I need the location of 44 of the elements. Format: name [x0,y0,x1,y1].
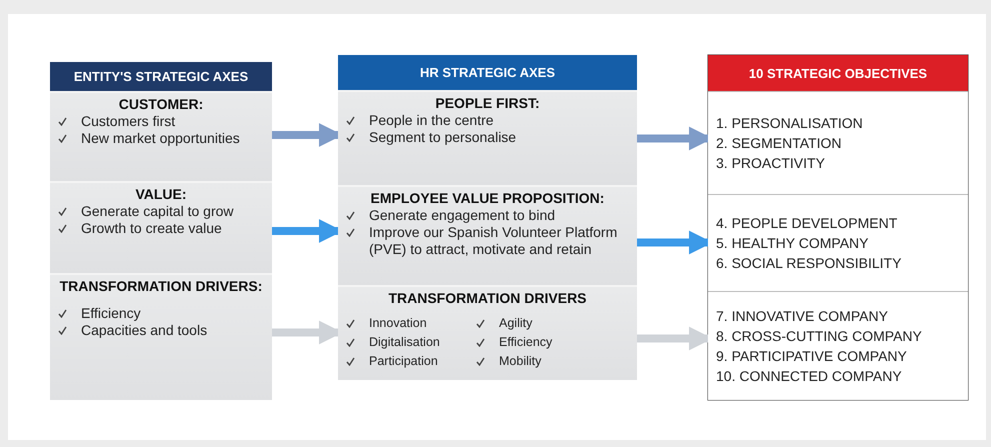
list-item-text: Digitalisation [369,334,440,351]
list-item-text: Customers first [81,113,176,130]
section-heading: TRANSFORMATION DRIVERS [387,290,588,307]
list-item-text: Capacities and tools [81,322,208,339]
column-header: HR STRATEGIC AXES [338,55,637,90]
axis-section [338,90,637,185]
axis-section [338,185,637,285]
objective-text: 7. INNOVATIVE COMPANY [716,307,889,326]
section-heading: VALUE: [134,186,188,203]
objective-text: 8. CROSS-CUTTING COMPANY [716,327,923,346]
objective-text: 10. CONNECTED COMPANY [716,367,903,386]
list-item-text: Efficiency [81,305,141,322]
list-item-text: Generate capital to grow [81,203,234,220]
list-item-text: Participation [369,353,438,370]
axis-section [50,91,272,181]
axis-section [50,273,272,400]
list-item-text: Generate engagement to bind [369,207,556,224]
list-item-text: Growth to create value [81,220,222,237]
list-item-text: Improve our Spanish Volunteer Platform (PVE) to attract, motivate and retain [369,224,618,258]
objectives-section [708,91,968,194]
list-item-text: Agility [499,315,532,332]
objective-text: 5. HEALTHY COMPANY [716,234,870,253]
objective-text: 3. PROACTIVITY [716,154,826,173]
objective-text: 4. PEOPLE DEVELOPMENT [716,214,898,233]
list-item-text: Segment to personalise [369,129,516,146]
section-heading: EMPLOYEE VALUE PROPOSITION: [370,190,606,207]
objectives-section [708,291,968,400]
list-item-text: Efficiency [499,334,552,351]
objective-text: 2. SEGMENTATION [716,134,842,153]
section-heading: CUSTOMER: [118,96,204,113]
objective-text: 9. PARTICIPATIVE COMPANY [716,347,908,366]
column-header: 10 STRATEGIC OBJECTIVES [708,55,968,91]
objectives-section [708,194,968,291]
section-heading: TRANSFORMATION DRIVERS: [58,278,264,295]
list-item-text: People in the centre [369,112,494,129]
list-item-text: Mobility [499,353,542,370]
list-item-text: New market opportunities [81,130,240,147]
list-item-text: Innovation [369,315,427,332]
section-heading: PEOPLE FIRST: [434,95,541,112]
axis-section [338,285,637,380]
objective-text: 6. SOCIAL RESPONSIBILITY [716,254,902,273]
objective-text: 1. PERSONALISATION [716,114,864,133]
column-header: ENTITY'S STRATEGIC AXES [50,62,272,91]
axis-section [50,181,272,273]
